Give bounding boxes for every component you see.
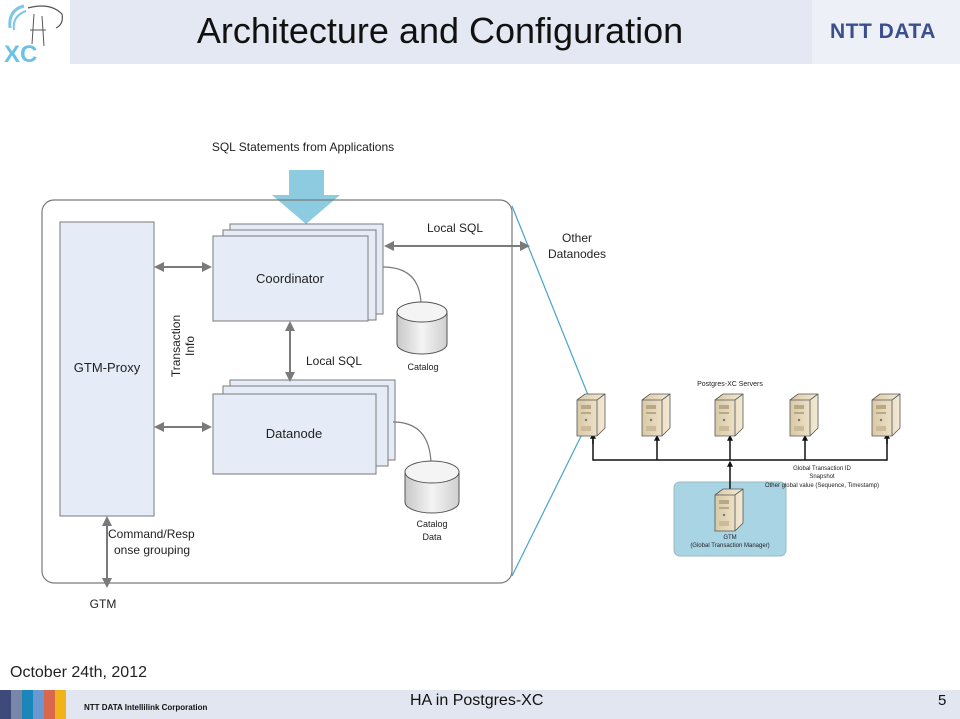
catalog-label: Catalog	[407, 362, 438, 372]
ntt-data-logo: NTT DATA	[830, 20, 936, 43]
catalog-database-icon	[396, 301, 448, 355]
global-info-line3: Other global value (Sequence, Timestamp)	[765, 483, 879, 489]
coordinator-box	[212, 235, 369, 322]
catalog-data-label-1: Catalog	[416, 519, 447, 529]
datanode-label: Datanode	[266, 426, 322, 441]
architecture-diagram: SQL Statements from Applications GTM-Pro…	[41, 140, 901, 611]
postgres-xc-logo: XC	[0, 0, 70, 68]
sql-input-arrow	[272, 170, 340, 224]
coordinator-catalog-link	[382, 266, 422, 305]
datanode-catalog-link	[392, 421, 432, 465]
local-sql-label-mid: Local SQL	[306, 354, 362, 368]
footer-stripe	[22, 690, 33, 719]
footer-stripe	[11, 690, 22, 719]
brand-box	[812, 0, 960, 64]
other-datanodes-label-2: Datanodes	[548, 247, 606, 261]
sql-input-label: SQL Statements from Applications	[212, 140, 394, 154]
gtm-server-icon	[714, 488, 744, 532]
transaction-info-line1: Transaction	[169, 315, 183, 377]
slide-header	[0, 0, 960, 64]
footer-corporation: NTT DATA Intellilink Corporation	[84, 703, 208, 712]
slide-title: Architecture and Configuration	[196, 10, 684, 51]
local-sql-label-top: Local SQL	[427, 221, 483, 235]
footer-stripe	[44, 690, 55, 719]
transaction-info-label: Transaction Info	[169, 315, 197, 377]
zoom-line-top	[511, 205, 589, 396]
server-icon	[714, 393, 744, 437]
server-bus-line	[592, 436, 888, 461]
command-response-label-1: Command/Resp	[108, 527, 195, 541]
footer-color-stripes	[0, 690, 66, 719]
global-info-line2: Snapshot	[809, 474, 835, 480]
footer-stripe	[55, 690, 66, 719]
server-icon	[789, 393, 819, 437]
transaction-info-line2: Info	[183, 336, 197, 356]
slide-footer	[0, 690, 960, 719]
gtm-proxy-label: GTM-Proxy	[74, 360, 141, 375]
server-icon	[576, 393, 606, 437]
global-info-line1: Global Transaction ID	[793, 466, 851, 472]
datanode-box	[212, 393, 377, 475]
other-datanodes-label-1: Other	[562, 231, 592, 245]
server-icon	[871, 393, 901, 437]
servers-label: Postgres-XC Servers	[697, 381, 763, 388]
catalog-data-database-icon	[404, 460, 460, 514]
gtm-server-label-2: (Global Transaction Manager)	[690, 543, 769, 549]
footer-stripe	[33, 690, 44, 719]
zoom-line-bottom	[511, 421, 589, 577]
footer-title: HA in Postgres-XC	[410, 692, 544, 709]
server-icon	[641, 393, 671, 437]
gtm-server-label-1: GTM	[723, 535, 736, 541]
svg-text:XC: XC	[4, 41, 37, 66]
slide-date: October 24th, 2012	[10, 664, 147, 681]
footer-stripe	[0, 690, 11, 719]
catalog-data-label-2: Data	[422, 532, 441, 542]
command-response-label-2: onse grouping	[114, 543, 190, 557]
page-number: 5	[938, 692, 947, 709]
gtm-label: GTM	[90, 597, 117, 611]
node-container	[41, 199, 513, 584]
coordinator-label: Coordinator	[256, 271, 325, 286]
